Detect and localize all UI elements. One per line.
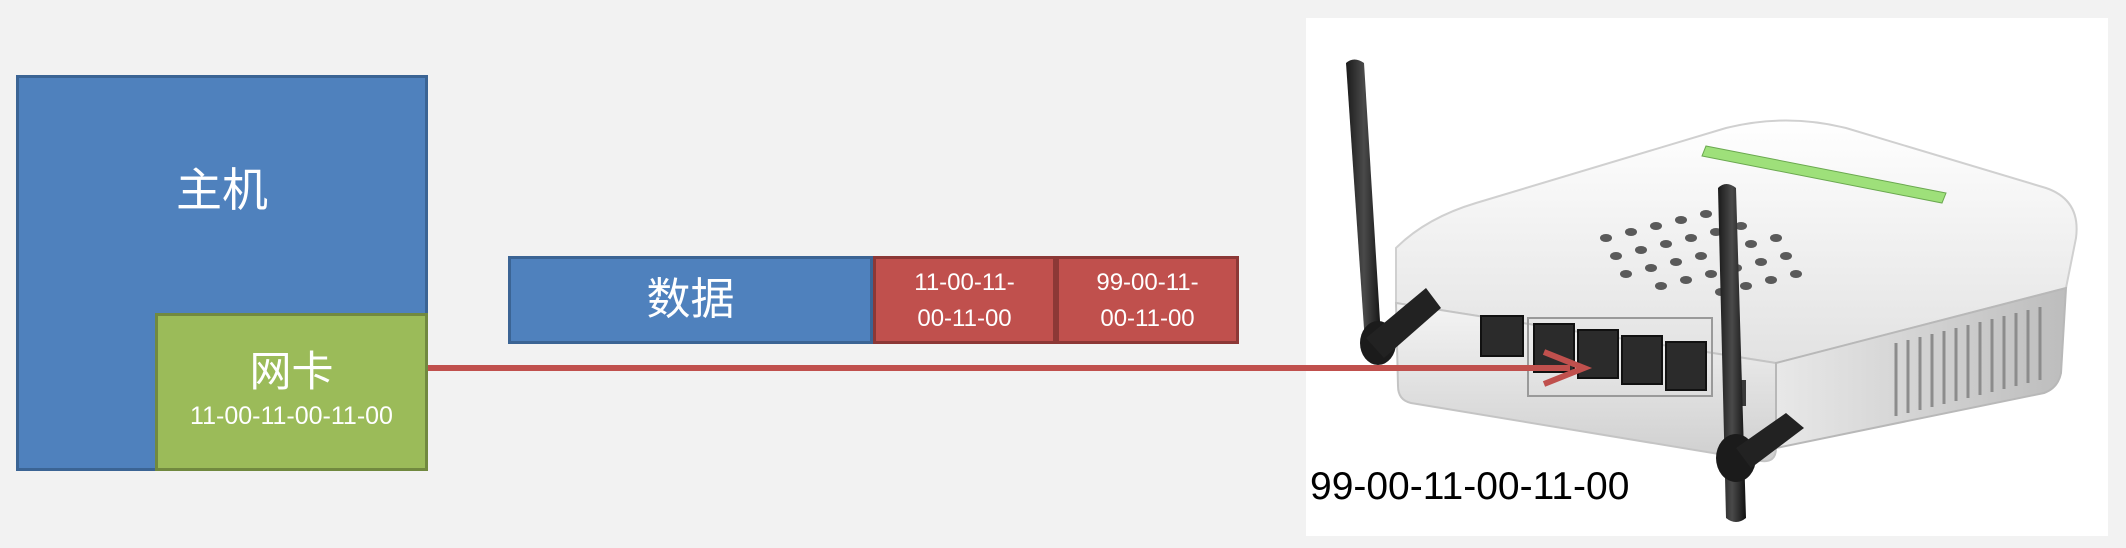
frame-source-mac-line1: 11-00-11- <box>914 269 1015 296</box>
frame-source-mac-segment: 11-00-11- 00-11-00 <box>873 256 1056 344</box>
host-label: 主机 <box>176 163 268 217</box>
nic-box <box>155 313 428 471</box>
right-antenna <box>1716 184 1804 522</box>
frame-destination-mac-segment: 99-00-11- 00-11-00 <box>1056 256 1239 344</box>
left-antenna <box>1346 59 1441 365</box>
frame-destination-mac-line2: 00-11-00 <box>1100 305 1195 332</box>
nic-label: 网卡 <box>249 347 334 396</box>
frame-source-mac-line2: 00-11-00 <box>917 305 1012 332</box>
nic-mac-address: 11-00-11-00-11-00 <box>190 402 393 430</box>
router-mac-address: 99-00-11-00-11-00 <box>1310 465 1630 508</box>
router-image-panel <box>1306 18 2108 536</box>
frame-data-label: 数据 <box>646 274 735 325</box>
router-icon <box>1346 59 2078 522</box>
frame-data-segment <box>508 256 873 344</box>
frame-destination-mac-line1: 99-00-11- <box>1096 269 1199 296</box>
frame-destination-mac-text: 99-00-11- 00-11-00 <box>1059 265 1236 337</box>
frame-source-mac-text: 11-00-11- 00-11-00 <box>876 265 1053 337</box>
